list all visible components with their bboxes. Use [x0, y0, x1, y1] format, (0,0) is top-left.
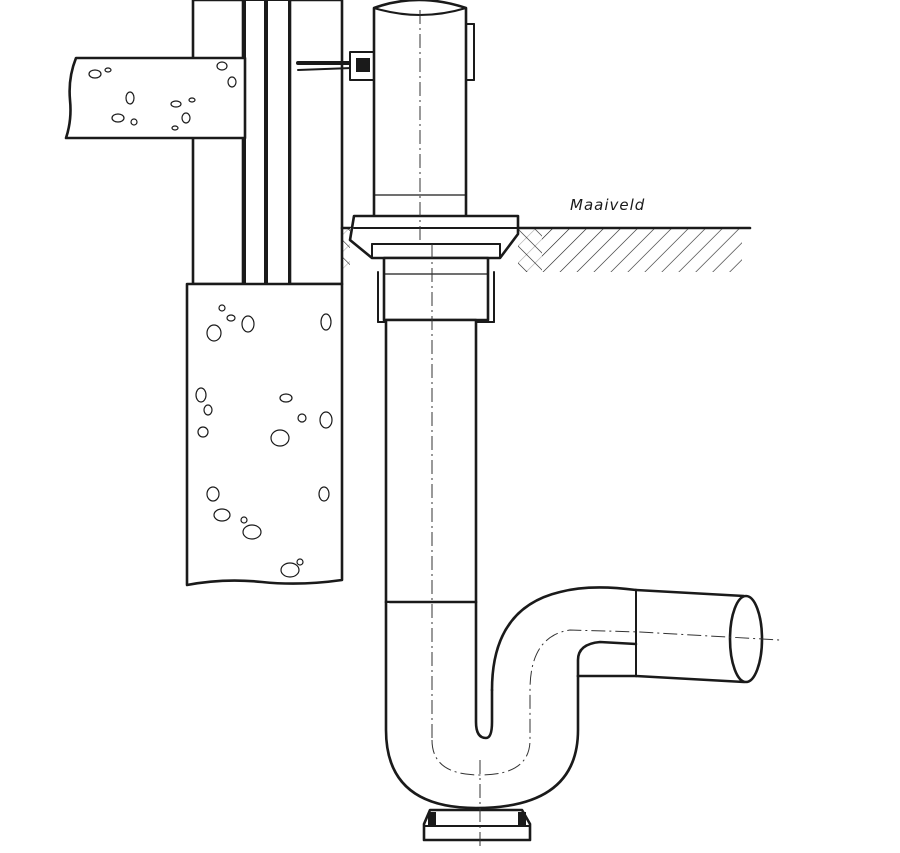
pipe-socket [377, 256, 495, 323]
ground-collar [348, 214, 520, 260]
vertical-drain-pipe [384, 318, 478, 604]
p-trap [384, 586, 764, 810]
cavity-wall [191, 0, 344, 286]
upper-riser-pipe [372, 0, 475, 246]
ground-level-label: Maaiveld [570, 196, 645, 214]
concrete-foundation [185, 282, 344, 587]
cleanout-plug [422, 808, 532, 842]
wall-bracket [296, 51, 377, 81]
centerlines [419, 10, 781, 846]
concrete-floor-slab [64, 56, 247, 140]
